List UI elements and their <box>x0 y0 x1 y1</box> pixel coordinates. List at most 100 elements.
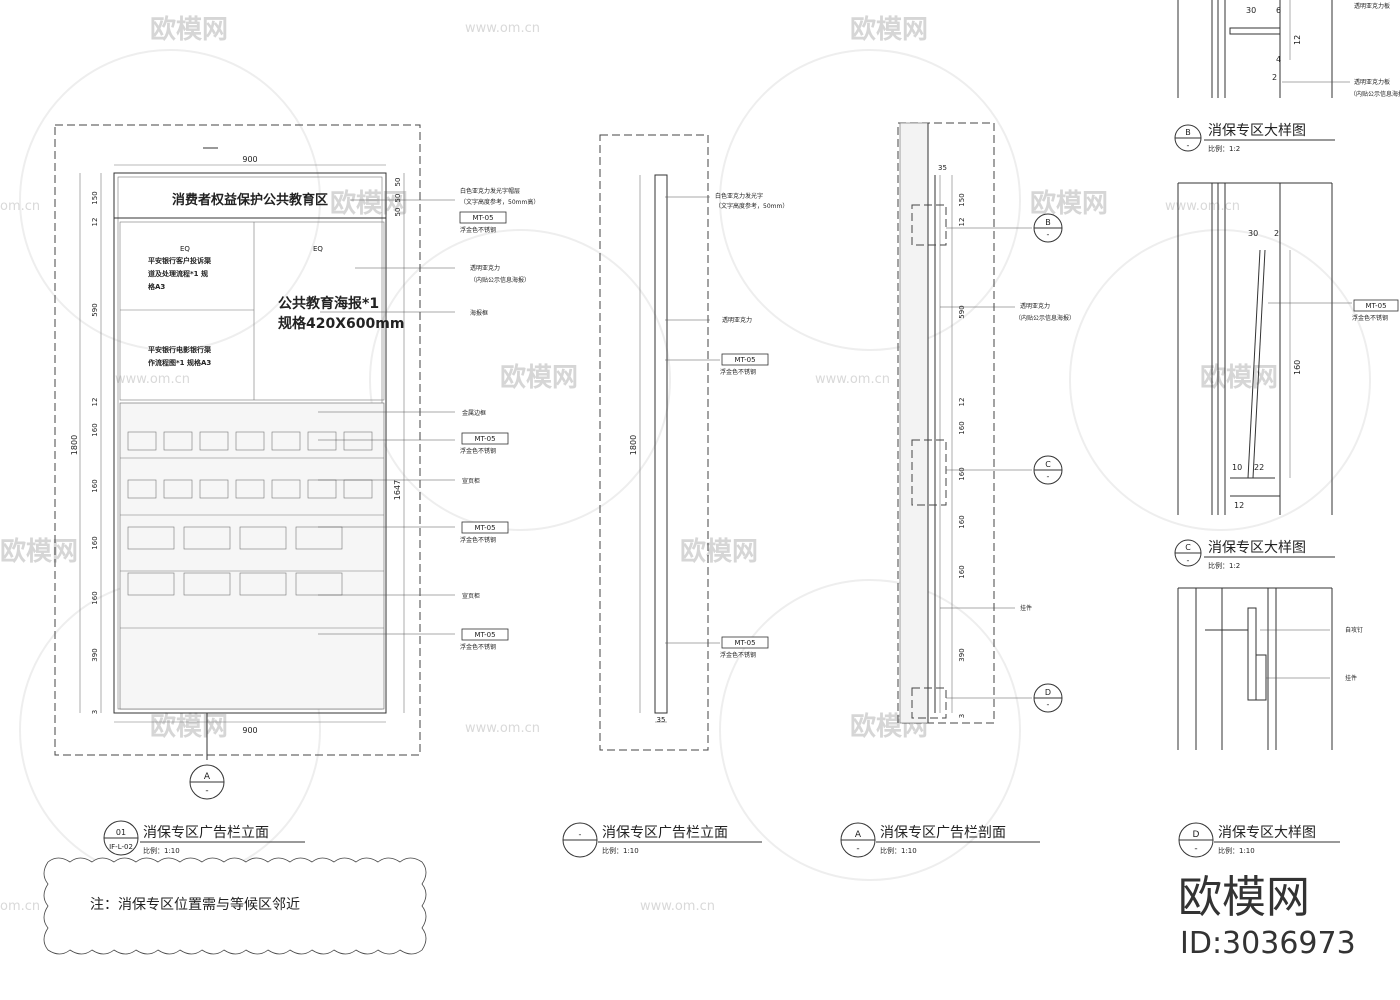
dim-label: 160 <box>91 536 99 549</box>
detail-marker-dash: - <box>1047 472 1050 481</box>
dim-label: 160 <box>958 467 966 480</box>
watermark-site: www.om.cn <box>815 372 890 387</box>
detail-c-title: C - 消保专区大样图 比例：1:2 <box>1174 539 1335 570</box>
poster-text: 规格420X600mm <box>278 315 404 332</box>
callout-text: 白色亚克力发光字帽层 <box>460 187 520 195</box>
material-tag-text: MT-05 <box>734 356 755 364</box>
board-text: 平安银行客户投诉渠 <box>148 256 212 265</box>
note-cloud: 注：消保专区位置需与等候区邻近 <box>43 857 427 955</box>
title-number: 01 <box>116 828 126 837</box>
dim-label: 900 <box>242 155 257 164</box>
view-scale: 比例：1:2 <box>1208 144 1240 153</box>
watermark-site: om.cn <box>0 899 40 914</box>
elevation-side: 1800 35 白色亚克力发光字 （文字高度参考，50mm） 透明亚克力 MT-… <box>562 134 788 858</box>
detail-top: 30 6 12 4 2 透明亚克力板 透明亚克力板 （内贴公示信息海报） <box>1177 0 1400 98</box>
dim-label: 160 <box>91 479 99 492</box>
watermark-brand: 欧模网 <box>850 14 928 45</box>
dim-label: 4 <box>1276 55 1281 64</box>
eq-label: EQ <box>313 245 323 253</box>
dim-label: 160 <box>958 515 966 528</box>
detail-b-title: B - 消保专区大样图 比例：1:2 <box>1174 123 1335 153</box>
callout-text: 透明亚克力 <box>1020 302 1050 310</box>
material-tag <box>1353 299 1399 312</box>
material-tag-text: MT-05 <box>474 435 495 443</box>
title-reference: IF-L-02 <box>109 843 133 851</box>
title-dash: - <box>856 844 859 854</box>
watermark-site: www.om.cn <box>115 372 190 387</box>
callout-text: 浮金色不锈钢 <box>460 536 496 544</box>
view-title: 消保专区大样图 <box>1208 123 1306 139</box>
material-tag <box>721 636 769 649</box>
callout-text: 宣页柜 <box>462 592 480 600</box>
title-letter: C <box>1185 543 1191 552</box>
dim-label: 2 <box>1272 73 1277 82</box>
dim-label: 160 <box>91 591 99 604</box>
callout-text: 浮金色不锈钢 <box>460 226 496 234</box>
dim-label: 150 <box>91 191 99 204</box>
board-text: 道及处理流程*1 规 <box>148 269 208 278</box>
dim-label: 30 <box>1248 229 1258 238</box>
material-tag <box>721 353 769 366</box>
title-letter: D <box>1193 830 1200 840</box>
callout-text: 浮金色不锈钢 <box>1352 314 1388 322</box>
dim-label: 50 <box>394 208 402 217</box>
material-tag <box>461 432 509 445</box>
view-title: 消保专区广告栏剖面 <box>880 825 1006 841</box>
watermark-brand: 欧模网 <box>500 362 578 393</box>
dim-label: 590 <box>958 305 966 318</box>
watermark-brand: 欧模网 <box>150 711 228 742</box>
watermark-site: www.om.cn <box>465 721 540 736</box>
callout-text: 挂件 <box>1345 674 1357 682</box>
view-scale: 比例：1:10 <box>880 846 917 855</box>
material-tag-text: MT-05 <box>472 214 493 222</box>
watermark-brand: 欧模网 <box>330 188 408 219</box>
material-tag <box>461 628 509 641</box>
material-tag-text: MT-05 <box>1365 302 1386 310</box>
dim-label: 1800 <box>70 435 79 455</box>
watermark-site: www.om.cn <box>465 21 540 36</box>
dim-label: 50 <box>394 178 402 187</box>
material-tag-text: MT-05 <box>474 524 495 532</box>
dim-label: 160 <box>1293 360 1302 375</box>
callout-text: （内贴公示信息海报） <box>1350 90 1400 98</box>
rack-area <box>119 402 385 710</box>
callout-text: 透明亚克力 <box>470 264 500 272</box>
dim-label: 30 <box>1246 6 1256 15</box>
view-scale: 比例：1:2 <box>1208 561 1240 570</box>
dim-label: 160 <box>91 423 99 436</box>
dim-label: 35 <box>938 164 947 172</box>
callout-text: 浮金色不锈钢 <box>460 447 496 455</box>
dim-label: 1800 <box>629 435 638 455</box>
board-text: 格A3 <box>148 282 165 291</box>
section-marker-letter: A <box>204 772 211 782</box>
watermark-brand: 欧模网 <box>1030 188 1108 219</box>
detail-d-title: D - 消保专区大样图 比例：1:10 <box>1178 822 1340 858</box>
title-letter: A <box>855 830 862 840</box>
dim-label: 12 <box>1293 35 1302 45</box>
watermark-site: www.om.cn <box>1165 199 1240 214</box>
dim-label: 3 <box>958 714 966 718</box>
poster-text: 公共教育海报*1 <box>278 295 379 312</box>
view-title: 消保专区大样图 <box>1208 540 1306 556</box>
detail-d-drawing: 自攻钉 挂件 <box>1177 587 1363 750</box>
detail-marker-dash: - <box>1047 700 1050 709</box>
eq-label: EQ <box>180 245 190 253</box>
callout-text: （内贴公示信息海报） <box>470 276 530 284</box>
callout-text: 自攻钉 <box>1345 626 1363 634</box>
detail-marker-dash: - <box>1047 230 1050 239</box>
material-tag-text: MT-05 <box>734 639 755 647</box>
dim-label: 6 <box>1276 6 1281 15</box>
callout-text: 金属边框 <box>462 409 486 417</box>
view-scale: 比例：1:10 <box>143 846 180 855</box>
detail-c-drawing: 30 2 160 10 22 12 MT-05 浮金色不锈钢 <box>1177 182 1399 515</box>
callout-text: （文字高度参考，50mm高） <box>460 198 539 206</box>
revision-cloud <box>43 857 427 955</box>
callout-text: 透明亚克力板 <box>1354 78 1390 86</box>
view-scale: 比例：1:10 <box>602 846 639 855</box>
panel-outline <box>113 172 387 714</box>
watermark-brand: 欧模网 <box>1200 362 1278 393</box>
dim-label: 390 <box>958 648 966 661</box>
title-dash: - <box>579 830 582 839</box>
view-scale: 比例：1:10 <box>1218 846 1255 855</box>
brand-logo-text: 欧模网 <box>1178 872 1310 923</box>
